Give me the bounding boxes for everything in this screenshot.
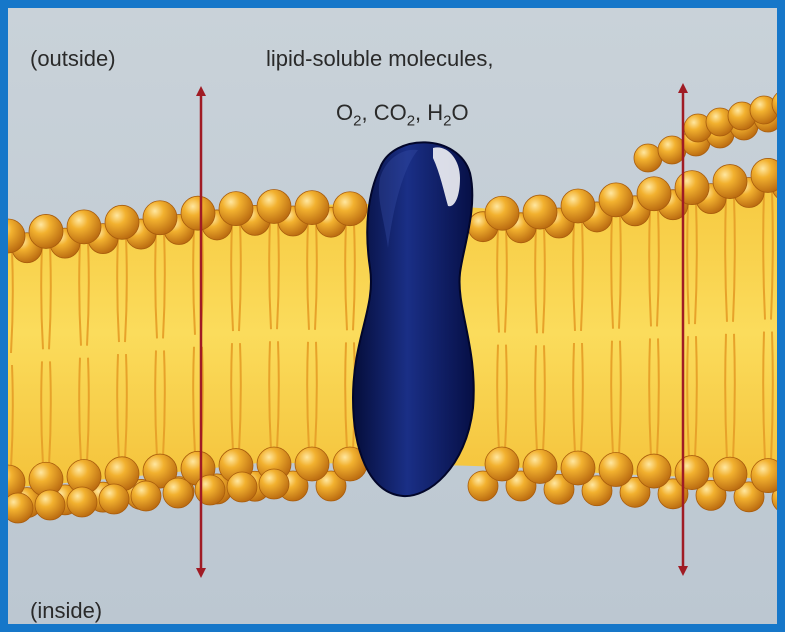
lipid-tail <box>40 245 52 350</box>
lipid-tail <box>78 357 90 463</box>
lipid-tail <box>496 344 508 451</box>
lipid-head <box>560 450 596 486</box>
lipid-tail <box>572 342 584 455</box>
lipid-head <box>142 200 178 236</box>
lipid-head <box>8 464 26 500</box>
lipid-tail <box>78 240 90 346</box>
lipid-head <box>256 189 292 224</box>
lipid-tail <box>306 341 318 451</box>
lipid-head <box>104 204 140 240</box>
lipid-head <box>294 190 330 226</box>
lipid-head <box>636 453 672 489</box>
lipid-head <box>194 474 226 506</box>
h2o-sub: 2 <box>443 112 452 130</box>
lipid-head <box>674 170 710 206</box>
lipid-head <box>8 218 26 254</box>
lipid-tail <box>648 207 660 327</box>
co2-sub: 2 <box>406 112 416 130</box>
lipid-head <box>522 194 558 230</box>
lipid-head <box>749 95 777 125</box>
lipid-head <box>142 453 178 489</box>
formulas-label: O2, CO2, H2O <box>336 100 469 130</box>
transmembrane-protein <box>351 141 475 498</box>
h2o-post: O <box>451 100 469 125</box>
lipid-tail <box>724 333 736 461</box>
lipid-tail <box>116 354 128 460</box>
lipid-tail <box>534 345 546 453</box>
lipid-head <box>258 468 290 500</box>
lipid-head <box>522 449 558 484</box>
lipid-head <box>34 489 66 521</box>
lipid-head <box>484 195 520 231</box>
co2-base: CO <box>373 100 407 125</box>
comma-1: , <box>361 100 374 125</box>
lipid-head <box>771 486 777 511</box>
lipid-head <box>66 209 102 245</box>
lipid-tail <box>10 249 14 354</box>
h2o-pre: H <box>427 100 444 125</box>
lipid-tail <box>610 340 622 456</box>
lipid-head <box>712 456 748 492</box>
lipid-head <box>130 480 162 512</box>
lipid-head <box>66 486 98 518</box>
lipid-head <box>294 446 330 482</box>
lipid-head <box>674 455 710 490</box>
lipid-tail <box>116 236 128 343</box>
o2-sub: 2 <box>353 112 362 130</box>
lipid-tails <box>10 189 774 469</box>
lipid-tail <box>40 361 52 466</box>
lipid-head <box>543 473 575 505</box>
lipid-head <box>484 446 520 482</box>
lipid-tail <box>154 350 166 458</box>
outside-label: (outside) <box>30 46 116 71</box>
lipid-tail <box>534 226 546 334</box>
lipid-head <box>750 458 777 494</box>
lipid-head <box>733 481 765 513</box>
lipid-head <box>218 191 254 227</box>
lipid-tail <box>344 222 356 331</box>
lipid-tail <box>154 231 166 339</box>
lipid-tail <box>10 364 14 469</box>
lipid-head <box>636 176 672 212</box>
comma-2: , <box>415 100 428 125</box>
lipid-tail <box>496 227 508 333</box>
lipid-head <box>598 182 634 218</box>
lipid-head <box>771 92 777 116</box>
lipid-tail <box>268 220 280 330</box>
lipid-head <box>695 479 727 511</box>
lipid-head <box>180 195 216 231</box>
lipid-head <box>750 158 777 193</box>
o2-base: O <box>336 100 354 125</box>
lipid-head <box>8 492 34 524</box>
lipid-tail <box>762 331 774 462</box>
lipid-head <box>560 188 596 224</box>
lipid-tail <box>648 338 660 458</box>
lipid-head <box>598 452 634 487</box>
membrane-diagram <box>8 8 777 624</box>
lipid-heads <box>8 92 777 524</box>
lipid-tail <box>268 341 280 451</box>
lipid-head <box>28 214 64 249</box>
lipid-tail <box>610 213 622 329</box>
lipid-tail <box>306 221 318 330</box>
lipid-head <box>98 483 130 515</box>
lipid-head <box>581 475 613 507</box>
molecules-label: lipid-soluble molecules, <box>266 46 494 71</box>
lipid-head <box>619 476 651 508</box>
lipid-head <box>162 477 194 509</box>
lipid-tail <box>762 189 774 320</box>
lipid-head <box>467 470 499 502</box>
lipid-head <box>226 471 258 503</box>
lipid-head <box>712 164 748 199</box>
lipid-tail <box>230 343 242 452</box>
lipid-tail <box>230 222 242 332</box>
lipid-head <box>315 470 347 502</box>
inside-label: (inside) <box>30 598 103 623</box>
lipid-head <box>332 191 368 227</box>
lipid-tail <box>724 195 736 322</box>
lipid-tail <box>572 219 584 332</box>
